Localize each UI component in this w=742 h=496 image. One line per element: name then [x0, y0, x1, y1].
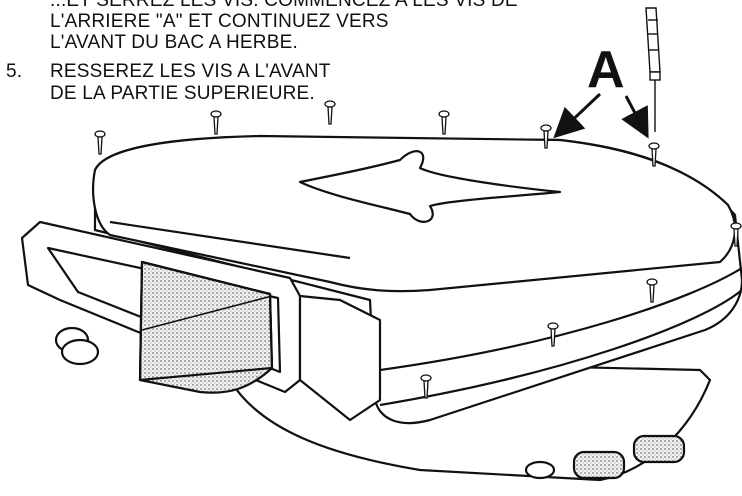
arrow-left — [553, 92, 602, 139]
callout-label-a: A — [587, 41, 625, 99]
screwdriver-icon — [645, 7, 661, 132]
grass-catcher-bag — [20, 134, 742, 482]
instruction-line-top: ...ET SERREZ LES VIS. COMMENCEZ A LES VI… — [50, 0, 518, 11]
step-5-line-1: RESSEREZ LES VIS A L'AVANT — [50, 61, 331, 82]
instruction-line-3: L'AVANT DU BAC A HERBE. — [50, 32, 298, 53]
step-5-number: 5. — [6, 61, 23, 82]
screw-icon — [94, 100, 742, 399]
arrow-right — [621, 95, 649, 139]
step-5-line-2: DE LA PARTIE SUPERIEURE. — [50, 83, 315, 104]
instruction-line-2: L'ARRIERE "A" ET CONTINUEZ VERS — [50, 11, 389, 32]
